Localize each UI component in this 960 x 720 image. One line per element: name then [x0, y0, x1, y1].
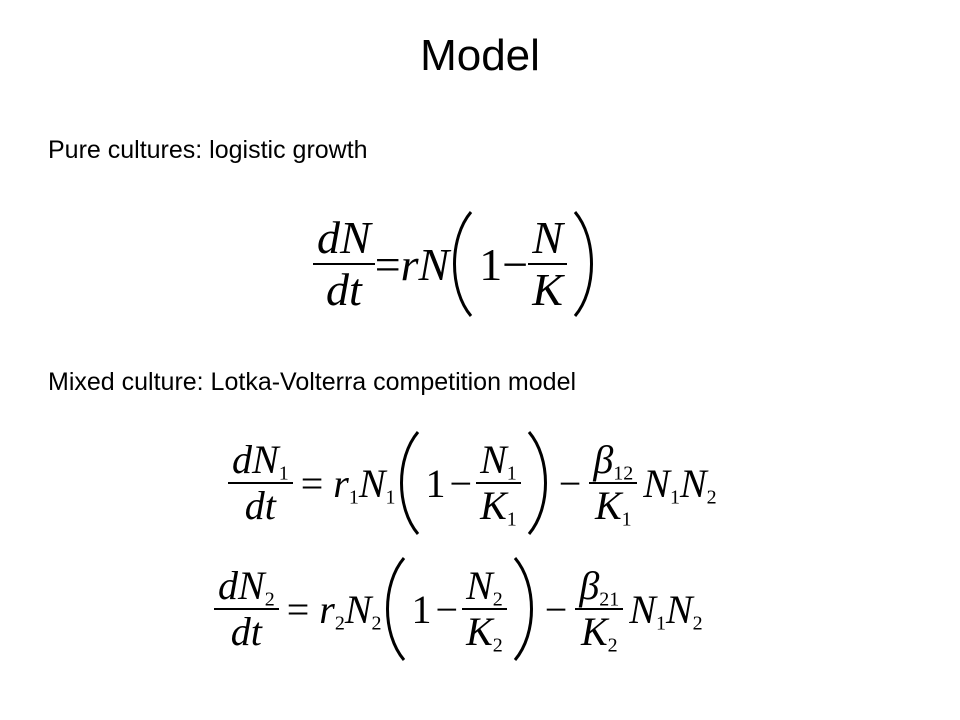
denominator-dt: dt — [230, 609, 262, 654]
lotka-volterra-equation-1: dN1 dt = r1N1 1 − N1 K1 − β12 K1 N1N2 — [228, 428, 717, 538]
ratio-fraction: N K — [528, 213, 567, 315]
fraction-bar — [528, 263, 567, 265]
equals-sign: = — [300, 460, 324, 506]
minus-sign: − — [435, 586, 459, 632]
numerator-beta12: β12 — [593, 437, 634, 485]
fraction-bar — [214, 608, 279, 610]
fraction-bar — [476, 482, 521, 484]
numerator-N2: N2 — [466, 563, 503, 611]
denominator-dt: dt — [244, 483, 276, 528]
term-one: 1 — [411, 586, 432, 632]
right-paren — [513, 557, 533, 661]
term-one: 1 — [479, 238, 503, 290]
term-N1N2: N1N2 — [643, 460, 717, 508]
term-r2N2: r2N2 — [319, 586, 382, 634]
minus-sign: − — [502, 238, 529, 290]
left-paren — [385, 557, 405, 661]
ratio-fraction: N1 K1 — [476, 437, 521, 531]
term-one: 1 — [425, 460, 446, 506]
term-rN: rN — [400, 238, 450, 290]
fraction-bar — [589, 482, 638, 484]
fraction-bar — [575, 608, 624, 610]
logistic-equation: dN dt = rN 1 − N K — [313, 208, 597, 320]
minus-sign: − — [449, 460, 473, 506]
numerator-N1: N1 — [480, 437, 517, 485]
derivative-fraction: dN2 dt — [214, 564, 279, 654]
denominator-K: K — [532, 264, 563, 315]
right-paren — [527, 431, 547, 535]
slide-title: Model — [420, 31, 540, 80]
left-paren — [453, 211, 473, 317]
minus-sign: − — [544, 586, 568, 632]
fraction-bar — [462, 608, 507, 610]
fraction-bar — [228, 482, 293, 484]
minus-sign: − — [558, 460, 582, 506]
term-N1N2: N1N2 — [629, 586, 703, 634]
right-paren — [573, 211, 593, 317]
fraction-bar — [313, 263, 375, 265]
derivative-fraction: dN1 dt — [228, 438, 293, 528]
denominator-K1: K1 — [594, 483, 632, 531]
lotka-volterra-equation-2: dN2 dt = r2N2 1 − N2 K2 − β21 K2 N1N2 — [214, 554, 703, 664]
numerator-dN: dN — [317, 212, 371, 263]
equals-sign: = — [286, 586, 310, 632]
numerator-dN2: dN2 — [218, 563, 275, 611]
numerator-N: N — [532, 212, 563, 263]
numerator-dN1: dN1 — [232, 437, 289, 485]
beta-fraction: β21 K2 — [575, 563, 624, 657]
pure-cultures-label: Pure cultures: logistic growth — [48, 136, 368, 164]
denominator-K2: K2 — [580, 609, 618, 657]
mixed-culture-label: Mixed culture: Lotka-Volterra competitio… — [48, 368, 577, 396]
numerator-beta21: β21 — [579, 563, 620, 611]
equals-sign: = — [374, 238, 401, 290]
left-paren — [399, 431, 419, 535]
denominator-K2: K2 — [466, 609, 503, 657]
derivative-fraction: dN dt — [313, 213, 375, 315]
beta-fraction: β12 K1 — [589, 437, 638, 531]
ratio-fraction: N2 K2 — [462, 563, 507, 657]
denominator-K1: K1 — [480, 483, 517, 531]
term-r1N1: r1N1 — [333, 460, 396, 508]
denominator-dt: dt — [325, 264, 362, 315]
